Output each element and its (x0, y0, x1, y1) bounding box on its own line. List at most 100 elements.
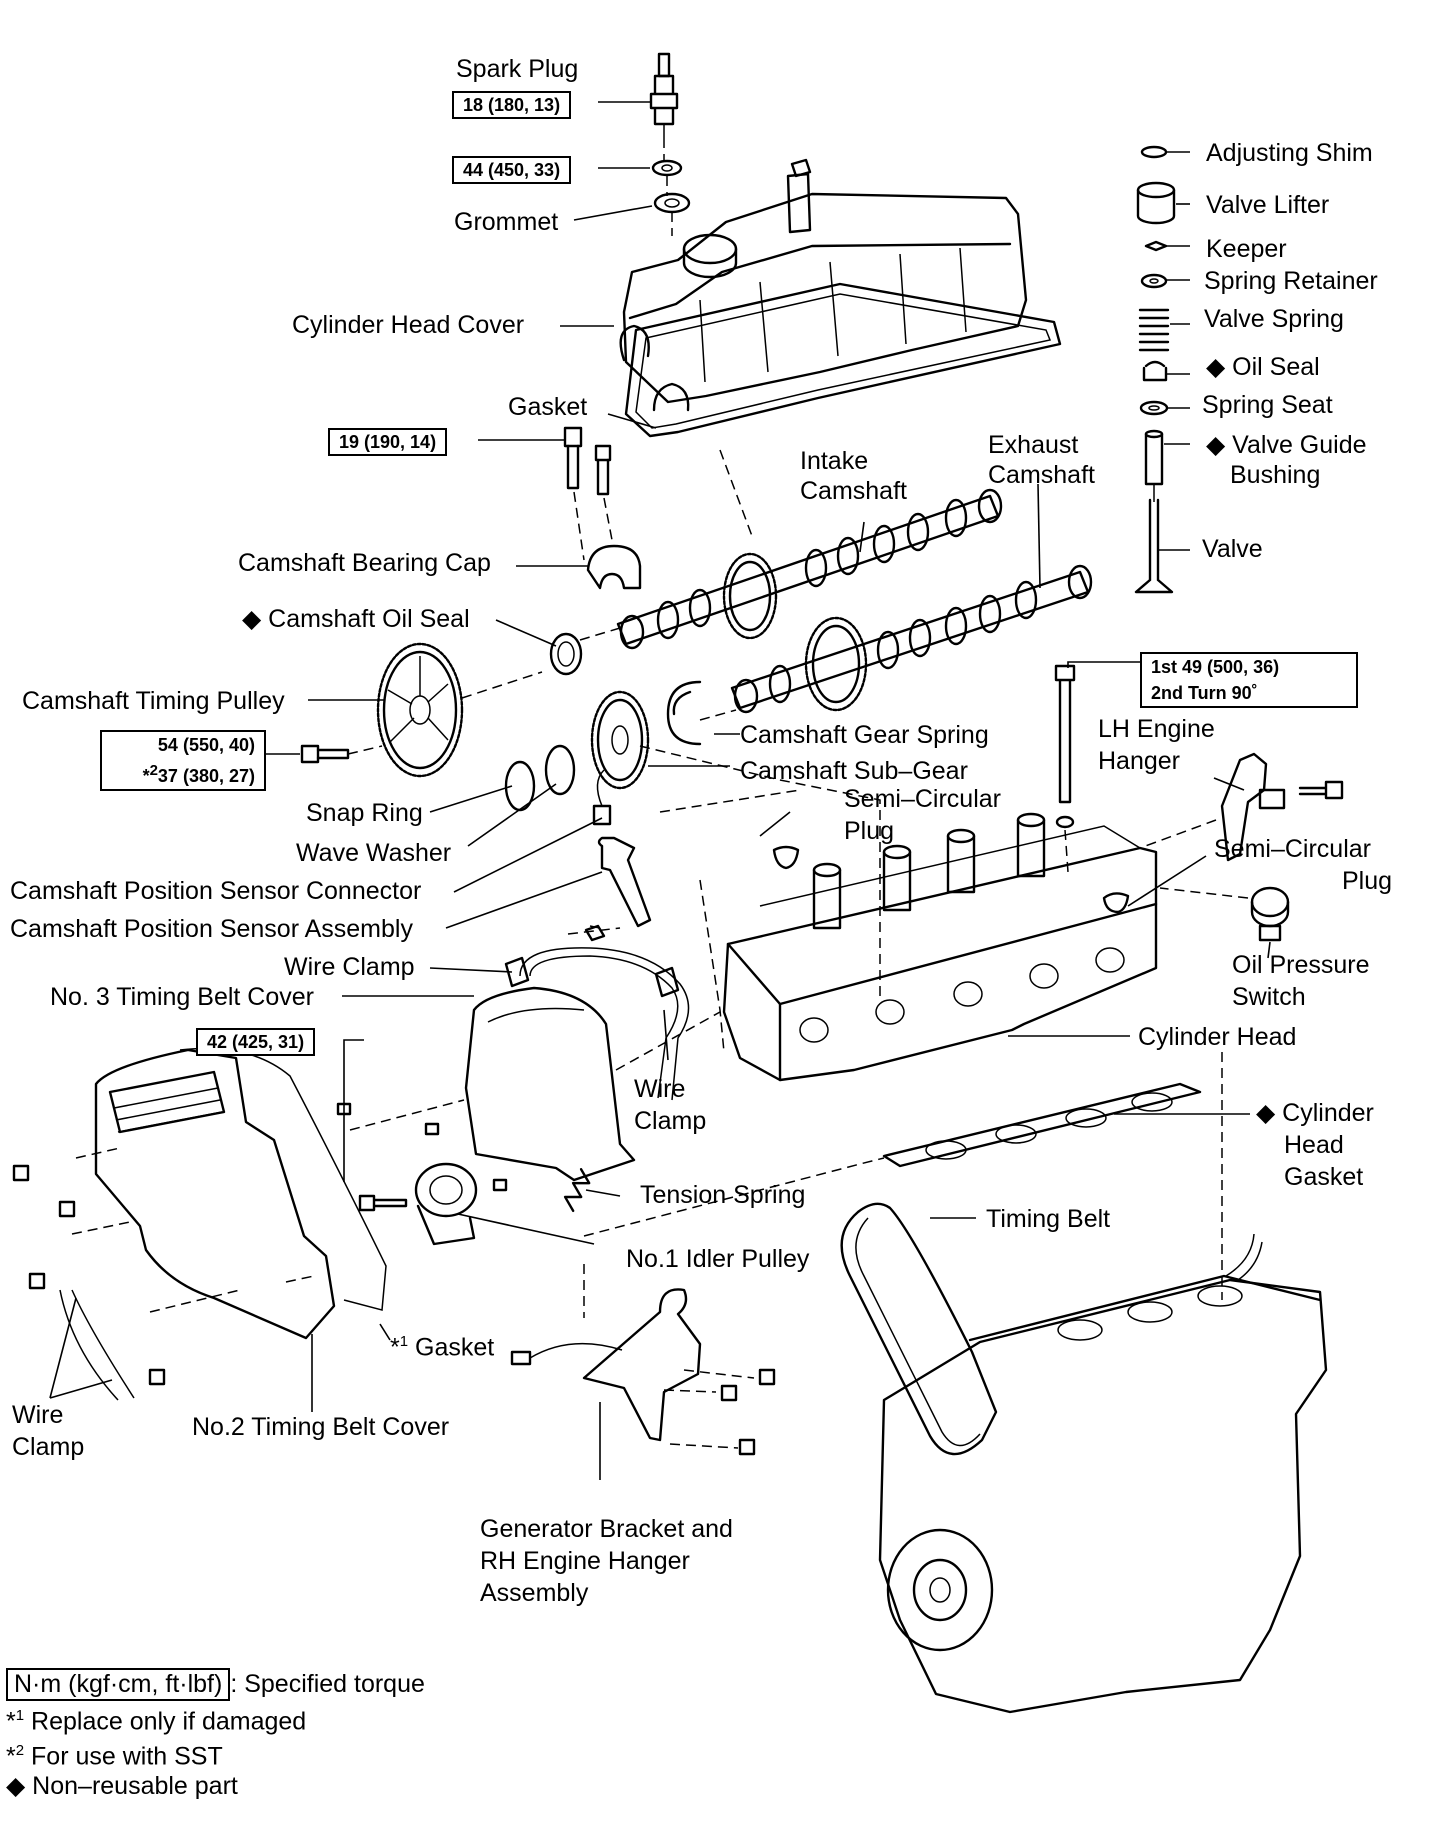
pulley-bolt-sst-value: 37 (380, 27) (157, 766, 255, 786)
pulley-bolt-drawing (300, 744, 350, 764)
timing-belt-drawing (840, 1202, 998, 1456)
label-wire-clamp-c-line2: Clamp (12, 1433, 85, 1461)
label-valve-spring: Valve Spring (1204, 305, 1344, 333)
label-camshaft-bearing-cap: Camshaft Bearing Cap (238, 549, 491, 577)
gear-spring-drawing (666, 680, 702, 746)
head-cover-bolt-drawing (563, 426, 612, 496)
label-semi-circular-plug-a-line2: Plug (844, 817, 895, 845)
no2-timing-belt-cover-drawing (94, 1047, 387, 1340)
label-adjusting-shim: Adjusting Shim (1206, 139, 1373, 167)
label-no2-timing-belt-cover: No.2 Timing Belt Cover (192, 1413, 450, 1441)
wire-harness-drawing (519, 947, 690, 1101)
legend-note-1-number: 1 (15, 1707, 25, 1724)
label-keeper: Keeper (1206, 235, 1287, 263)
label-valve: Valve (1202, 535, 1263, 563)
label-exhaust-camshaft-line2: Camshaft (988, 461, 1095, 489)
label-camshaft-gear-spring: Camshaft Gear Spring (740, 721, 989, 749)
label-cylinder-head-gasket-line2: Head (1284, 1131, 1344, 1159)
label-cylinder-head-gasket-line1: ◆ Cylinder (1256, 1099, 1374, 1127)
label-wire-clamp-b-line2: Clamp (634, 1107, 707, 1135)
legend-note-1-text: Replace only if damaged (24, 1707, 307, 1736)
label-oil-seal: ◆ Oil Seal (1206, 353, 1320, 381)
label-spring-retainer: Spring Retainer (1204, 267, 1378, 295)
cylinder-head-cover-drawing (619, 158, 1028, 404)
label-tension-spring: Tension Spring (640, 1181, 806, 1209)
label-spring-seat: Spring Seat (1202, 391, 1333, 419)
label-camshaft-position-sensor-assembly: Camshaft Position Sensor Assembly (10, 915, 413, 943)
label-timing-belt: Timing Belt (986, 1205, 1111, 1233)
label-exhaust-camshaft-line1: Exhaust (988, 431, 1079, 459)
legend: N·m (kgf·cm, ft·lbf): Specified torque *… (6, 1668, 425, 1801)
camshaft-oil-seal-drawing (549, 632, 583, 676)
semi-circular-plug-a-drawing (772, 845, 800, 870)
engine-block-drawing (878, 1233, 1328, 1714)
label-cylinder-head: Cylinder Head (1138, 1023, 1297, 1051)
cover-gasket-drawing (624, 282, 1062, 438)
torque-grommet-nut: 44 (450, 33) (452, 156, 572, 184)
intake-camshaft-drawing (616, 488, 1003, 650)
label-wire-clamp-a: Wire Clamp (284, 953, 415, 981)
label-wire-clamp-b-line1: Wire (634, 1075, 686, 1103)
legend-note-1-asterisk: * (6, 1707, 16, 1736)
grommet-drawing (653, 192, 691, 214)
label-wave-washer: Wave Washer (296, 839, 452, 867)
oil-pressure-switch-drawing (1250, 886, 1290, 942)
label-camshaft-oil-seal: ◆ Camshaft Oil Seal (242, 605, 470, 633)
gasket-note-number: 1 (399, 1333, 409, 1350)
legend-note-2-text: For use with SST (24, 1742, 223, 1771)
label-cylinder-head-gasket-line3: Gasket (1284, 1163, 1364, 1191)
legend-non-reusable: ◆ Non–reusable part (6, 1771, 238, 1800)
legend-torque-unit-box: N·m (kgf·cm, ft·lbf) (6, 1668, 231, 1701)
label-valve-lifter: Valve Lifter (1206, 191, 1330, 219)
cylinder-head-drawing (722, 812, 1158, 1082)
legend-torque-desc: : Specified torque (230, 1670, 425, 1698)
label-generator-bracket-line3: Assembly (480, 1579, 589, 1607)
label-gasket: Gasket (508, 393, 588, 421)
pulley-note-asterisk: * (142, 766, 150, 786)
torque-pulley-bolt-line2: *237 (380, 27) (111, 758, 255, 789)
lh-engine-hanger-drawing (1220, 752, 1268, 862)
wave-washer-drawing (544, 744, 576, 796)
cylinder-head-gasket-drawing (882, 1082, 1202, 1168)
pulley-note-number: 2 (149, 762, 158, 779)
torque-pulley-bolt-line1: 54 (550, 40) (157, 735, 255, 755)
label-generator-bracket-line1: Generator Bracket and (480, 1515, 733, 1543)
bearing-cap-drawing (586, 544, 642, 590)
generator-bracket-drawing (510, 1288, 702, 1442)
exhaust-camshaft-drawing (730, 564, 1093, 714)
torque-idler-bolt: 42 (425, 31) (196, 1028, 316, 1056)
semi-circular-plug-b-drawing (1102, 892, 1130, 914)
label-camshaft-position-sensor-connector: Camshaft Position Sensor Connector (10, 877, 422, 905)
label-lh-engine-hanger-line2: Hanger (1098, 747, 1180, 775)
label-camshaft-sub-gear: Camshaft Sub–Gear (740, 757, 968, 785)
no3-timing-belt-cover-drawing (464, 986, 636, 1182)
label-generator-bracket-line2: RH Engine Hanger (480, 1547, 690, 1575)
label-spark-plug: Spark Plug (456, 55, 579, 83)
washer-drawing (651, 159, 683, 177)
gasket-note-asterisk: * (390, 1333, 400, 1362)
label-no1-idler-pulley: No.1 Idler Pulley (626, 1245, 810, 1273)
label-camshaft-timing-pulley: Camshaft Timing Pulley (22, 687, 285, 715)
torque-head-cover-bolt: 19 (190, 14) (328, 428, 448, 456)
label-semi-circular-plug-b-line1: Semi–Circular (1214, 835, 1371, 863)
label-gasket-replace: *1 Gasket (390, 1326, 494, 1363)
camshaft-timing-pulley-drawing (376, 642, 464, 778)
label-snap-ring: Snap Ring (306, 799, 423, 827)
label-semi-circular-plug-b-line2: Plug (1342, 867, 1393, 895)
idler-pulley-drawing (414, 1162, 478, 1246)
torque-pulley-bolt: 54 (550, 40) *237 (380, 27) (100, 730, 266, 791)
legend-torque: N·m (kgf·cm, ft·lbf): Specified torque (6, 1668, 425, 1701)
label-intake-camshaft-line2: Camshaft (800, 477, 907, 505)
gasket-note-text: Gasket (408, 1333, 495, 1362)
label-valve-guide-bushing-line1: ◆ Valve Guide (1206, 431, 1367, 459)
label-oil-pressure-switch-line1: Oil Pressure (1232, 951, 1370, 979)
sub-gear-drawing (590, 690, 650, 790)
camshaft-head-bolt-drawing (1054, 664, 1076, 804)
label-semi-circular-plug-a-line1: Semi–Circular (844, 785, 1001, 813)
label-wire-clamp-c-line1: Wire (12, 1401, 64, 1429)
label-cylinder-head-cover: Cylinder Head Cover (292, 311, 525, 339)
valve-parts-drawing (1134, 145, 1176, 594)
legend-note-2-asterisk: * (6, 1742, 16, 1771)
